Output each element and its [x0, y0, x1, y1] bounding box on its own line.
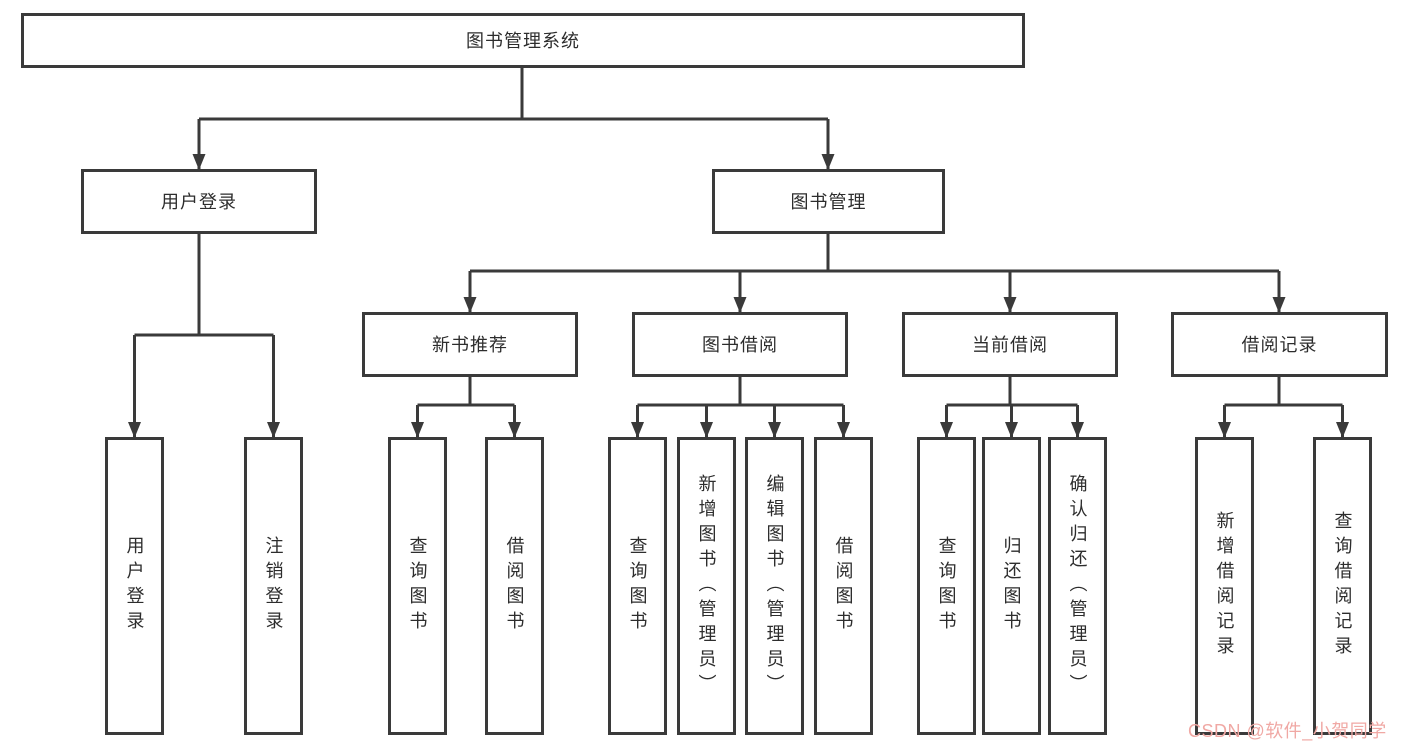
leaf-query-books: 查询图书	[388, 437, 447, 735]
node-book-borrow: 图书借阅	[632, 312, 848, 377]
connector-section-new-book	[411, 377, 521, 438]
node-book-management: 图书管理	[712, 169, 945, 234]
leaf-edit-books-admin: 编辑图书（管理员）	[745, 437, 804, 735]
leaf-add-books-admin: 新增图书（管理员）	[677, 437, 736, 735]
leaf-return-books: 归还图书	[982, 437, 1041, 735]
node-borrow-records: 借阅记录	[1171, 312, 1388, 377]
leaf-borrow-books: 借阅图书	[485, 437, 544, 735]
csdn-watermark: CSDN @软件_小贺同学	[1188, 721, 1387, 741]
connector-root-to-level2	[192, 68, 835, 170]
leaf-confirm-return-admin: 确认归还（管理员）	[1048, 437, 1107, 735]
connector-user-login-children	[128, 234, 280, 438]
leaf-add-borrow-record: 新增借阅记录	[1195, 437, 1254, 735]
leaf-query-books: 查询图书	[917, 437, 976, 735]
node-root-system: 图书管理系统	[21, 13, 1025, 68]
leaf-query-borrow-record: 查询借阅记录	[1313, 437, 1372, 735]
leaf-borrow-books: 借阅图书	[814, 437, 873, 735]
node-new-book-recommend: 新书推荐	[362, 312, 578, 377]
connector-section-borrow-records	[1218, 377, 1349, 438]
leaf-user-login: 用户登录	[105, 437, 164, 735]
leaf-query-books: 查询图书	[608, 437, 667, 735]
leaf-logout: 注销登录	[244, 437, 303, 735]
node-current-borrow: 当前借阅	[902, 312, 1118, 377]
node-user-login: 用户登录	[81, 169, 317, 234]
connector-section-book-borrow	[631, 377, 850, 438]
connector-book-mgmt-sections	[463, 234, 1286, 313]
connector-section-current-borrow	[940, 377, 1084, 438]
